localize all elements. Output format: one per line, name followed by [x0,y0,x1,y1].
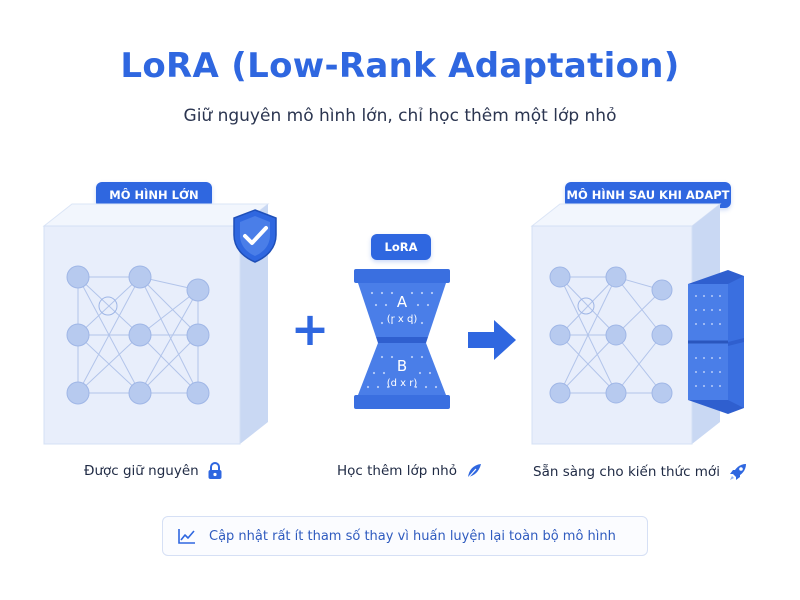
lora-adapter-block: A (r x d) B (d x r) [354,269,450,409]
lora-label: LoRA [371,234,431,260]
adapted-model-caption: Sẵn sàng cho kiến thức mới [533,462,748,482]
lora-caption-text: Học thêm lớp nhỏ [337,463,457,479]
page-title: LoRA (Low-Rank Adaptation) [120,46,680,86]
feather-icon [466,464,481,480]
summary-note: Cập nhật rất ít tham số thay vì huấn luy… [162,516,648,556]
line-chart-icon [178,529,195,544]
page-subtitle: Giữ nguyên mô hình lớn, chỉ học thêm một… [183,106,617,126]
arrow-right-icon [468,320,516,360]
rocket-icon [729,464,746,480]
adapted-model-caption-text: Sẵn sàng cho kiến thức mới [533,464,720,480]
lock-icon [208,462,222,479]
adapted-model-block [530,203,744,445]
large-model-block [42,203,270,445]
matrix-b-name: B [397,357,407,375]
large-model-caption: Được giữ nguyên [84,462,223,480]
matrix-b-dims: (d x r) [387,378,418,389]
large-model-caption-text: Được giữ nguyên [84,463,199,479]
matrix-a-dims: (r x d) [387,314,418,325]
lora-caption: Học thêm lớp nhỏ [337,462,483,480]
summary-note-text: Cập nhật rất ít tham số thay vì huấn luy… [209,528,616,544]
matrix-a-name: A [397,293,408,311]
shield-check-icon [233,209,277,263]
plus-sign: + [290,302,330,356]
